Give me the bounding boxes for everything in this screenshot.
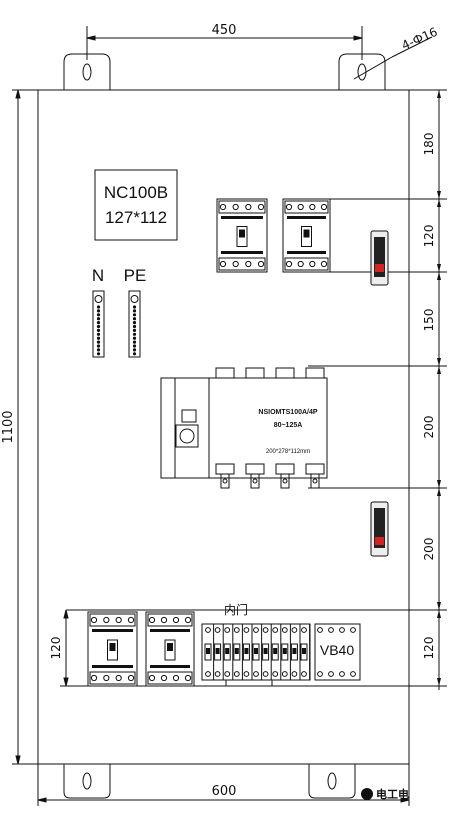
top-width-dimension: 450 xyxy=(86,23,363,60)
dim-label-200-upper: 200 xyxy=(422,416,436,439)
terminal-hole xyxy=(96,321,101,325)
terminal-hole xyxy=(96,348,101,352)
terminal-hole xyxy=(132,321,137,325)
terminal-hole xyxy=(132,328,137,332)
top-breaker-right xyxy=(282,198,331,273)
nc100b-size-text: 127*112 xyxy=(105,208,167,227)
top-left-mounting-ear xyxy=(63,53,111,90)
n-terminal-bar xyxy=(92,290,105,358)
bottom-breaker-right xyxy=(145,611,195,687)
terminal-hole xyxy=(132,332,137,336)
terminal-hole xyxy=(132,344,137,348)
top-indicator-light xyxy=(370,230,389,286)
terminal-hole xyxy=(132,313,137,317)
left-row-height-label: 120 xyxy=(49,637,63,660)
watermark-text: 电工电 xyxy=(376,787,409,801)
top-width-label: 450 xyxy=(212,23,237,38)
ats-size-text: 200*278*112mm xyxy=(266,449,310,455)
door-label: 内门 xyxy=(224,602,248,617)
nc100b-label-box: NC100B 127*112 xyxy=(94,169,178,241)
ats-terminals xyxy=(215,367,325,489)
overall-height-label: 1100 xyxy=(1,410,16,443)
terminal-hole xyxy=(132,348,137,352)
terminal-hole xyxy=(132,324,137,329)
right-stack-dimensions: 180 120 150 200 200 120 xyxy=(60,89,447,690)
top-breaker-left xyxy=(216,198,268,273)
terminal-hole xyxy=(96,328,101,332)
bottom-right-mounting-ear xyxy=(308,764,356,799)
terminal-hole xyxy=(132,336,137,340)
terminal-hole xyxy=(96,336,101,340)
terminal-hole xyxy=(96,324,101,329)
bottom-width-dimension: 600 xyxy=(37,764,410,806)
terminal-hole xyxy=(132,352,137,356)
left-row-height-dimension: 120 xyxy=(49,609,69,687)
terminal-hole xyxy=(96,352,101,356)
ats-model-text: NSIOMTS100A/4P xyxy=(258,409,317,416)
dim-label-180: 180 xyxy=(422,133,436,156)
bottom-left-mounting-ear xyxy=(63,764,111,799)
dim-label-120-lower: 120 xyxy=(422,637,436,660)
middle-indicator-light xyxy=(370,501,389,557)
watermark: 电工电 xyxy=(361,787,409,801)
hole-spec-label: 4-Ф16 xyxy=(400,25,440,53)
bottom-width-label: 600 xyxy=(212,784,237,799)
overall-height-dimension: 1100 xyxy=(1,89,38,765)
pe-terminal-label: PE xyxy=(124,266,147,285)
pe-terminal-bar xyxy=(128,290,141,358)
dim-label-150: 150 xyxy=(422,309,436,332)
ats-current-text: 80~125A xyxy=(274,422,303,429)
small-breaker-strip xyxy=(201,623,311,687)
terminal-hole xyxy=(96,340,101,344)
bottom-breaker-left xyxy=(87,611,138,687)
vb40-label: VB40 xyxy=(320,642,354,658)
terminal-hole xyxy=(96,313,101,317)
vb40-module: VB40 xyxy=(314,623,361,681)
terminal-hole xyxy=(96,332,101,336)
terminal-hole xyxy=(132,305,137,309)
terminal-hole xyxy=(132,317,137,321)
hole-spec-leader: 4-Ф16 xyxy=(353,25,440,80)
cabinet-outline xyxy=(37,89,410,765)
terminal-hole xyxy=(96,305,101,309)
dim-label-200-lower: 200 xyxy=(422,538,436,561)
terminal-hole xyxy=(96,309,101,313)
terminal-hole xyxy=(132,309,137,313)
watermark-logo-icon xyxy=(361,788,373,800)
n-terminal-label: N xyxy=(92,266,104,285)
nc100b-model-text: NC100B xyxy=(104,183,168,202)
terminal-hole xyxy=(96,344,101,348)
ats-switch: NSIOMTS100A/4P 80~125A 200*278*112mm xyxy=(160,377,328,479)
dim-label-120-upper: 120 xyxy=(422,225,436,248)
terminal-hole xyxy=(132,340,137,344)
terminal-hole xyxy=(96,317,101,321)
